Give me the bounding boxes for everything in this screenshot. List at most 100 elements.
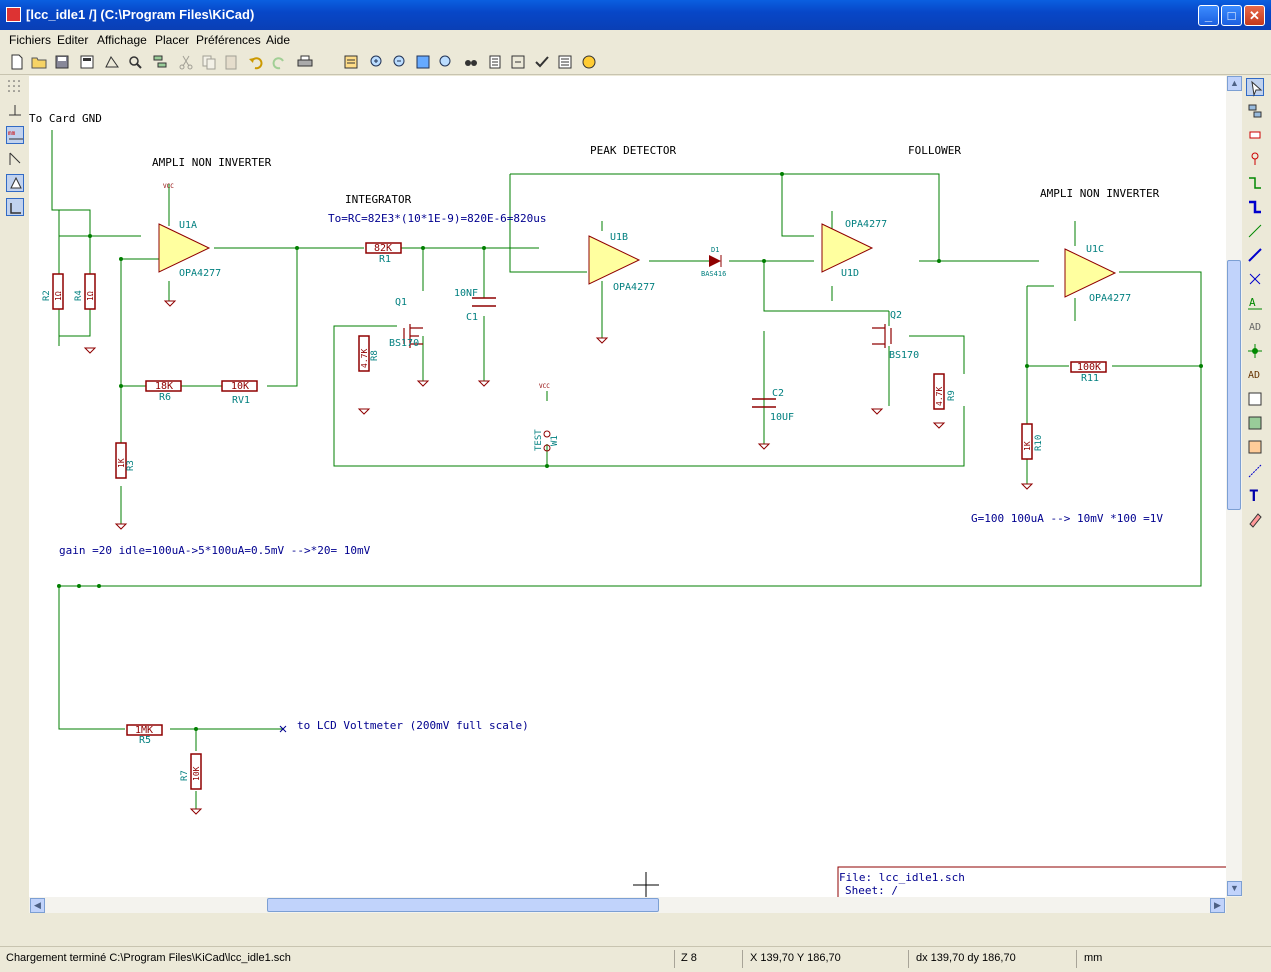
sheet-pin-icon[interactable] bbox=[1246, 438, 1264, 456]
label-follower: FOLLOWER bbox=[908, 144, 961, 157]
new-icon[interactable] bbox=[8, 53, 26, 71]
plot-icon[interactable] bbox=[342, 53, 360, 71]
resistor-r8 bbox=[358, 335, 370, 372]
ref-q1: Q1 bbox=[395, 297, 407, 308]
resistor-r10 bbox=[1021, 423, 1033, 460]
save-icon[interactable] bbox=[78, 53, 96, 71]
add-component-icon[interactable] bbox=[1246, 126, 1264, 144]
pcbnew-icon[interactable] bbox=[580, 53, 598, 71]
graphic-text-icon[interactable]: T bbox=[1246, 486, 1264, 504]
ref-r8: R8 bbox=[370, 350, 380, 361]
main-toolbar bbox=[0, 50, 1271, 75]
bus-to-bus-entry-icon[interactable] bbox=[1246, 246, 1264, 264]
hierarchical-sheet-icon[interactable] bbox=[1246, 390, 1264, 408]
copy-icon[interactable] bbox=[200, 53, 218, 71]
opamp-u1a bbox=[158, 223, 211, 273]
zoom-in-icon[interactable] bbox=[368, 53, 386, 71]
minimize-button[interactable]: _ bbox=[1198, 5, 1219, 26]
wire-orientation-icon[interactable] bbox=[6, 198, 24, 216]
ref-r4: R4 bbox=[74, 290, 84, 301]
zoom-fit-icon[interactable] bbox=[437, 53, 455, 71]
status-zoom: Z 8 bbox=[681, 952, 697, 964]
message-panel bbox=[0, 915, 1271, 945]
net-label-icon[interactable]: A bbox=[1246, 294, 1264, 312]
resistor-rv1 bbox=[221, 380, 258, 392]
label-gain-note: gain =20 idle=100uA->5*100uA=0.5mV -->*2… bbox=[59, 544, 371, 557]
paste-icon[interactable] bbox=[222, 53, 240, 71]
val-q2: BS170 bbox=[889, 350, 919, 361]
delete-item-icon[interactable] bbox=[1246, 510, 1264, 528]
menu-preferences[interactable]: Préférences bbox=[196, 33, 261, 47]
add-power-icon[interactable] bbox=[1246, 150, 1264, 168]
netlist-icon[interactable] bbox=[486, 53, 504, 71]
horizontal-scroll-thumb[interactable] bbox=[267, 898, 659, 912]
menu-editer[interactable]: Editer bbox=[57, 33, 89, 47]
scroll-up-icon[interactable]: ▲ bbox=[1227, 76, 1242, 91]
menu-affichage[interactable]: Affichage bbox=[97, 33, 147, 47]
global-label-icon[interactable]: AD bbox=[1246, 318, 1264, 336]
graphic-line-icon[interactable] bbox=[1246, 462, 1264, 480]
label-test: TEST bbox=[534, 429, 544, 451]
print-icon[interactable] bbox=[296, 53, 314, 71]
scroll-left-icon[interactable]: ◀ bbox=[30, 898, 45, 913]
redo-icon[interactable] bbox=[270, 53, 288, 71]
find-icon[interactable] bbox=[126, 53, 144, 71]
horizontal-scrollbar[interactable]: ◀ ▶ bbox=[29, 897, 1226, 913]
menu-aide[interactable]: Aide bbox=[266, 33, 291, 47]
vertical-scrollbar[interactable]: ▲ ▼ bbox=[1226, 76, 1242, 897]
hierarchy-icon[interactable] bbox=[151, 53, 169, 71]
units-mm-icon[interactable]: mm bbox=[6, 126, 24, 144]
val-r10: 1K bbox=[1023, 441, 1032, 451]
no-connect-icon[interactable] bbox=[1246, 270, 1264, 288]
menu-placer[interactable]: Placer bbox=[155, 33, 190, 47]
undo-icon[interactable] bbox=[247, 53, 265, 71]
polar-coords-icon[interactable] bbox=[6, 102, 24, 120]
schematic-canvas[interactable]: To Card GND AMPLI NON INVERTER INTEGRATO… bbox=[29, 76, 1226, 897]
status-coords: X 139,70 Y 186,70 bbox=[750, 952, 841, 964]
close-button[interactable]: ✕ bbox=[1244, 5, 1265, 26]
wire-to-bus-entry-icon[interactable] bbox=[1246, 222, 1264, 240]
ref-r1: R1 bbox=[379, 254, 391, 265]
resistor-r9 bbox=[933, 373, 945, 410]
save-project-icon[interactable] bbox=[53, 53, 71, 71]
junction-icon[interactable] bbox=[1246, 342, 1264, 360]
val-r7: 10K bbox=[192, 766, 201, 781]
cartouche-sheet: Sheet: / bbox=[845, 884, 898, 897]
hierarchical-label-icon[interactable]: AD bbox=[1246, 366, 1264, 384]
find-component-icon[interactable] bbox=[462, 53, 480, 71]
svg-text:T: T bbox=[1249, 486, 1259, 504]
ref-r6: R6 bbox=[159, 392, 171, 403]
add-wire-icon[interactable] bbox=[1246, 174, 1264, 192]
diode-d1 bbox=[709, 255, 721, 267]
scroll-down-icon[interactable]: ▼ bbox=[1227, 881, 1242, 896]
maximize-button[interactable]: □ bbox=[1221, 5, 1242, 26]
val-r4: 1Ω bbox=[86, 291, 95, 301]
zoom-redraw-icon[interactable] bbox=[414, 53, 432, 71]
right-toolbar: A AD AD T bbox=[1244, 76, 1268, 916]
cursor-shape-icon[interactable] bbox=[6, 150, 24, 168]
add-bus-icon[interactable] bbox=[1246, 198, 1264, 216]
status-message: Chargement terminé C:\Program Files\KiCa… bbox=[6, 952, 291, 964]
select-arrow-icon[interactable] bbox=[1246, 78, 1264, 97]
capacitor-c2 bbox=[752, 398, 776, 408]
menu-fichiers[interactable]: Fichiers bbox=[9, 33, 52, 47]
scroll-right-icon[interactable]: ▶ bbox=[1210, 898, 1225, 913]
erc-icon[interactable] bbox=[533, 53, 551, 71]
resistor-r5 bbox=[126, 724, 163, 736]
cut-icon[interactable] bbox=[177, 53, 195, 71]
left-toolbar: mm bbox=[3, 76, 27, 916]
hidden-pins-icon[interactable] bbox=[6, 174, 24, 192]
title-block-frame bbox=[837, 866, 1226, 897]
zoom-out-icon[interactable] bbox=[391, 53, 409, 71]
val-q1: BS170 bbox=[389, 338, 419, 349]
hierarchy-nav-icon[interactable] bbox=[1246, 102, 1264, 120]
open-icon[interactable] bbox=[30, 53, 48, 71]
bom-icon[interactable] bbox=[556, 53, 574, 71]
vertical-scroll-thumb[interactable] bbox=[1227, 260, 1241, 510]
val-r6: 18K bbox=[155, 381, 173, 392]
import-sheet-pin-icon[interactable] bbox=[1246, 414, 1264, 432]
schematic-svg[interactable]: To Card GND AMPLI NON INVERTER INTEGRATO… bbox=[29, 76, 1226, 897]
annotate-icon[interactable] bbox=[509, 53, 527, 71]
sheet-icon[interactable] bbox=[103, 53, 121, 71]
grid-icon[interactable] bbox=[6, 78, 24, 96]
